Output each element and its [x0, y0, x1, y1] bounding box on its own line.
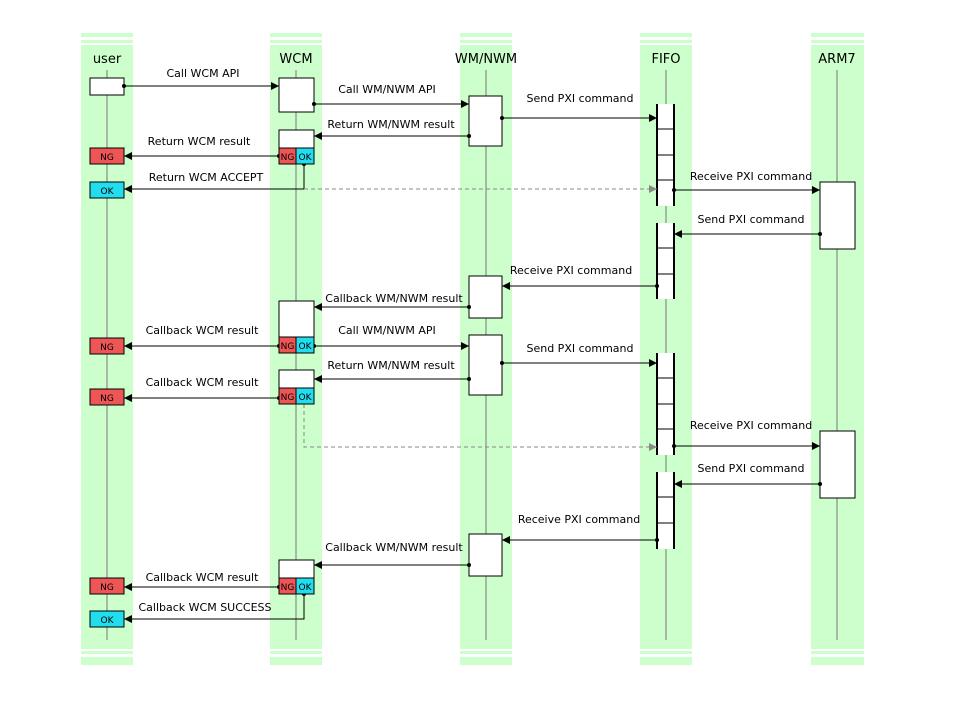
- ok-label: OK: [299, 393, 313, 403]
- user-ng-box: NG: [89, 337, 125, 355]
- lane-label-arm7: ARM7: [818, 52, 855, 67]
- message-send-pxi-command: Send PXI command: [500, 92, 657, 122]
- message-label: Callback WCM result: [146, 571, 260, 584]
- ng-label: NG: [281, 583, 295, 593]
- ok-label: OK: [101, 616, 115, 626]
- message-call-wm-nwm-api: Call WM/NWM API: [312, 83, 469, 108]
- wcm-status-split: NG OK: [278, 336, 315, 354]
- message-label: Return WCM result: [148, 135, 251, 148]
- ng-label: NG: [100, 153, 114, 163]
- user-ng-box: NG: [89, 388, 125, 406]
- activation-box: [278, 77, 315, 113]
- message-label: Callback WCM result: [146, 324, 260, 337]
- message-receive-pxi-command: Receive PXI command: [502, 264, 659, 290]
- ng-label: NG: [281, 153, 295, 163]
- message-label: Receive PXI command: [518, 513, 640, 526]
- ng-label: NG: [100, 343, 114, 353]
- fifo-queue: [656, 353, 675, 455]
- activation-box: [468, 95, 503, 147]
- message-label: Send PXI command: [697, 462, 804, 475]
- message-label: Call WM/NWM API: [338, 324, 436, 337]
- message-callback-wcm-result: Callback WCM result: [124, 376, 281, 402]
- message-label: Call WM/NWM API: [338, 83, 436, 96]
- message-label: Send PXI command: [526, 92, 633, 105]
- message-send-pxi-command: Send PXI command: [500, 342, 657, 367]
- wcm-status-split: NG OK: [278, 147, 315, 165]
- message-label: Callback WM/NWM result: [325, 541, 463, 554]
- ok-label: OK: [299, 342, 313, 352]
- activation-box: [468, 334, 503, 396]
- message-label: Receive PXI command: [690, 170, 812, 183]
- message-return-wm-nwm-result: Return WM/NWM result: [314, 118, 471, 140]
- activation-box: [819, 430, 856, 499]
- ng-label: NG: [100, 394, 114, 404]
- fifo-queue: [656, 223, 675, 299]
- ng-label: NG: [281, 393, 295, 403]
- lane-label-fifo: FIFO: [651, 52, 680, 67]
- ng-label: NG: [281, 342, 295, 352]
- message-label: Return WCM ACCEPT: [149, 171, 264, 184]
- message-return-wcm-result: Return WCM result: [124, 135, 281, 160]
- message-label: Callback WM/NWM result: [325, 292, 463, 305]
- message-label: Call WCM API: [167, 67, 240, 80]
- message-call-wcm-api: Call WCM API: [122, 67, 279, 90]
- message-receive-pxi-command: Receive PXI command: [672, 419, 820, 450]
- message-callback-wcm-success: Callback WCM SUCCESS: [124, 592, 306, 623]
- message-label: Return WM/NWM result: [327, 359, 455, 372]
- ok-label: OK: [299, 153, 313, 163]
- message-callback-wm-nwm-result: Callback WM/NWM result: [314, 292, 471, 311]
- message-call-wm-nwm-api: Call WM/NWM API: [312, 324, 469, 350]
- message-label: Send PXI command: [526, 342, 633, 355]
- user-ok-box: OK: [89, 181, 125, 199]
- message-label: Callback WCM result: [146, 376, 260, 389]
- activation-box: [89, 77, 125, 96]
- ok-label: OK: [101, 187, 115, 197]
- message-callback-wm-nwm-result: Callback WM/NWM result: [314, 541, 471, 569]
- ok-label: OK: [299, 583, 313, 593]
- ng-label: NG: [100, 583, 114, 593]
- user-ng-box: NG: [89, 577, 125, 595]
- activation-box: [468, 275, 503, 319]
- message-callback-wcm-result: Callback WCM result: [124, 571, 281, 591]
- user-ng-box: NG: [89, 147, 125, 165]
- message-return-wm-nwm-result: Return WM/NWM result: [314, 359, 471, 383]
- wcm-status-split: NG OK: [278, 577, 315, 595]
- message-label: Callback WCM SUCCESS: [138, 601, 271, 614]
- message-label: Send PXI command: [697, 213, 804, 226]
- message-receive-pxi-command: Receive PXI command: [502, 513, 659, 544]
- activation-box: [468, 533, 503, 577]
- user-ok-box: OK: [89, 610, 125, 628]
- lane-label-wm-nwm: WM/NWM: [455, 52, 517, 67]
- lane-label-user: user: [93, 52, 122, 67]
- message-send-pxi-command: Send PXI command: [674, 462, 822, 488]
- lane-label-wcm: WCM: [279, 52, 312, 67]
- message-dashed-continuation: [303, 404, 657, 451]
- message-callback-wcm-result: Callback WCM result: [124, 324, 281, 350]
- message-label: Return WM/NWM result: [327, 118, 455, 131]
- message-label: Receive PXI command: [690, 419, 812, 432]
- message-receive-pxi-command: Receive PXI command: [672, 170, 820, 194]
- wcm-status-split: NG OK: [278, 387, 315, 405]
- fifo-queue: [656, 472, 675, 549]
- message-send-pxi-command: Send PXI command: [674, 213, 822, 238]
- fifo-queue: [656, 104, 675, 206]
- message-label: Receive PXI command: [510, 264, 632, 277]
- lane-arm7: ARM7: [811, 33, 864, 665]
- activation-box: [819, 181, 856, 250]
